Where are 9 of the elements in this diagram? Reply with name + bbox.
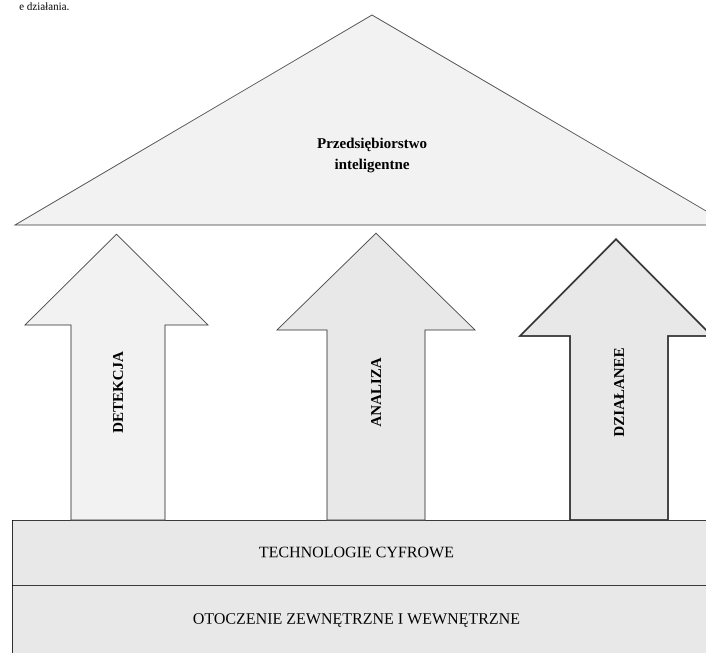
block-arrow — [518, 238, 706, 521]
node-label: TECHNOLOGIE CYFROWE — [259, 546, 454, 558]
block-arrow — [276, 232, 476, 520]
block-arrow — [24, 234, 209, 520]
layer-band: OTOCZENIE ZEWNĘTRZNE I WEWNĘTRZNE — [12, 585, 706, 653]
layer-band: TECHNOLOGIE CYFROWE — [12, 520, 706, 586]
edge-label: DZIAŁANEE — [613, 346, 625, 438]
edge-label: DETEKCJA — [112, 350, 124, 434]
edge-label: ANALIZA — [370, 356, 382, 428]
